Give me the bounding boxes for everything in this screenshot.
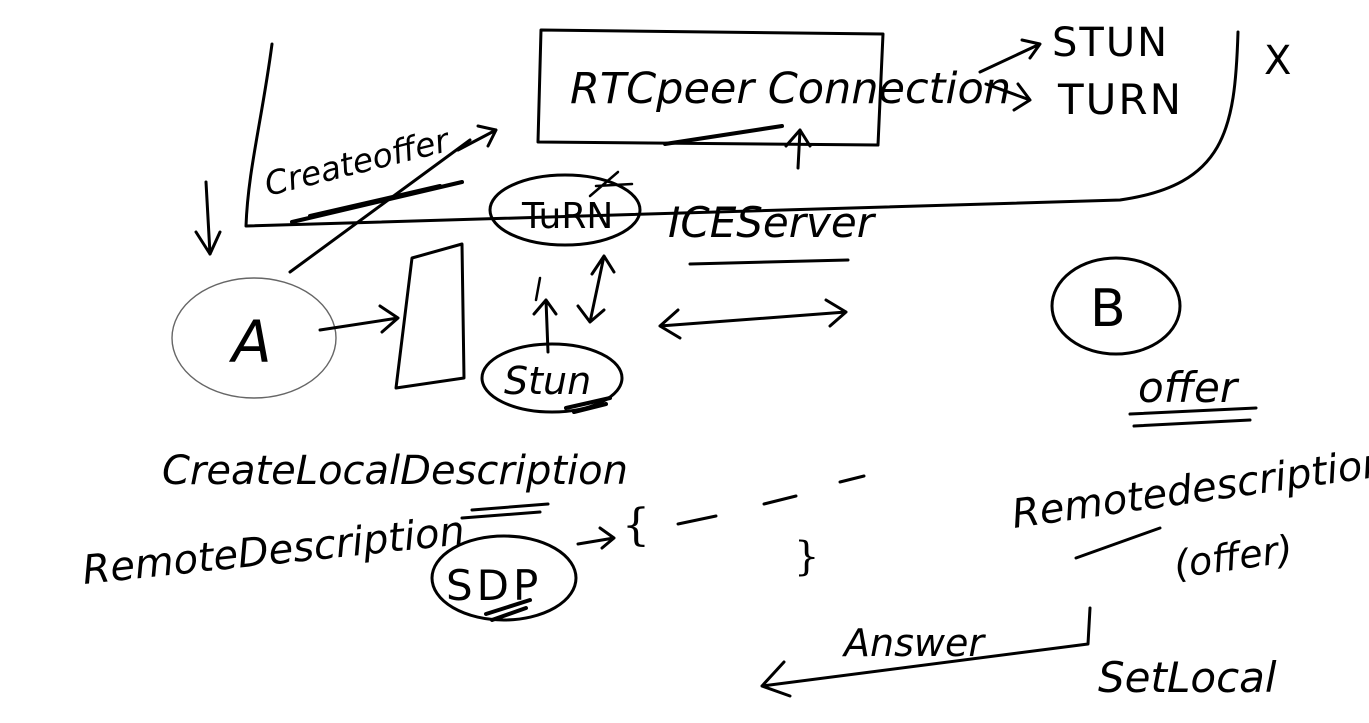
sdp-arrow xyxy=(576,526,616,550)
turn-top-label: TURN xyxy=(1057,75,1183,124)
create-offer-underline xyxy=(290,180,464,224)
rtc-underline xyxy=(663,124,784,146)
arrow-to-stun xyxy=(978,38,1042,74)
answer-label: Answer xyxy=(841,621,986,665)
turn-node-label: TuRN xyxy=(521,196,613,237)
sdp-scribble xyxy=(484,598,532,622)
left-down-arrow xyxy=(194,180,222,256)
node-a-label: A xyxy=(228,308,272,376)
offer-underline xyxy=(1128,406,1258,428)
offer-paren-label: (offer) xyxy=(1171,527,1295,587)
offer-label: offer xyxy=(1138,363,1240,412)
a-to-device-arrow xyxy=(318,304,400,334)
arrow-to-turn xyxy=(984,82,1032,112)
outer-frame xyxy=(244,30,1240,228)
rtc-peer-connection-box xyxy=(536,28,885,147)
sdp-close-brace: } xyxy=(794,534,819,580)
answer-arrow xyxy=(760,606,1092,698)
turn-node-ellipse xyxy=(488,173,642,247)
node-a-ellipse xyxy=(171,277,337,399)
device-trapezoid xyxy=(394,242,466,390)
ice-server-label: ICEServer xyxy=(668,198,877,247)
turn-scribble xyxy=(588,170,634,198)
close-mark: X xyxy=(1264,38,1291,84)
horizontal-double-arrow xyxy=(658,298,848,340)
create-offer-arrow xyxy=(456,124,498,152)
sdp-open-brace: { xyxy=(622,500,650,551)
remote-description-right-underline xyxy=(1074,526,1162,560)
remote-description-right-label: Remotedescription xyxy=(1009,440,1369,538)
create-local-underline xyxy=(460,502,550,520)
sdp-dashes xyxy=(676,474,866,526)
node-b-label: B xyxy=(1090,279,1126,339)
stun-scribble xyxy=(564,396,612,414)
offer-diagonal-line xyxy=(288,138,472,274)
create-local-description-label: CreateLocalDescription xyxy=(162,448,628,494)
turn-stun-double-arrow xyxy=(576,254,616,324)
ice-server-underline xyxy=(688,258,850,266)
stun-tick xyxy=(534,276,542,302)
sdp-ellipse xyxy=(430,534,578,622)
set-local-label: SetLocal xyxy=(1098,653,1277,702)
node-b-ellipse xyxy=(1050,256,1182,356)
stun-top-label: STUN xyxy=(1052,20,1169,66)
stun-node-ellipse xyxy=(480,342,624,414)
remote-description-left-label: RemoteDescription xyxy=(80,508,467,594)
rtc-peer-connection-label: RTCpeer Connection xyxy=(570,64,1011,114)
rtc-up-arrow xyxy=(784,128,812,170)
stun-node-label: Stun xyxy=(504,359,591,403)
